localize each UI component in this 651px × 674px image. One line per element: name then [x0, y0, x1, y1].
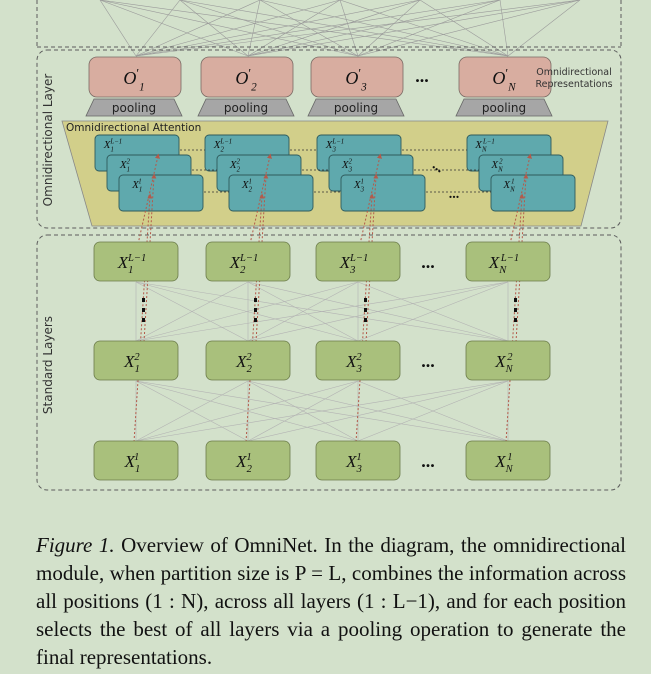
- skip-arrow: [509, 153, 532, 245]
- attention-block-label: X22: [229, 158, 241, 173]
- vertical-ellipsis-dot: [364, 298, 367, 302]
- layer-box-label: X2L−1: [229, 253, 258, 276]
- layer-box: [465, 440, 551, 481]
- pooling-trapezoid: [307, 98, 405, 117]
- omni-attention-label: Omnidirectional Attention: [66, 122, 201, 134]
- attention-block-label: XN2: [490, 158, 503, 173]
- output-ellipsis: ...: [415, 66, 429, 86]
- pooling-trapezoid: [455, 98, 553, 117]
- vertical-ellipsis-dot: [364, 318, 367, 322]
- layer-ellipsis: ...: [421, 351, 435, 371]
- vertical-ellipsis-dot: [514, 318, 517, 322]
- standard-layers-region: [36, 234, 622, 491]
- pooling-label: pooling: [224, 101, 268, 115]
- layer-box-label: XNL−1: [488, 253, 519, 276]
- layer-box: [205, 241, 291, 282]
- vertical-ellipsis-dot: [514, 298, 517, 302]
- skip-arrows: [133, 153, 532, 443]
- top-connections: [99, 0, 581, 57]
- layer-box-label: X11: [124, 452, 140, 475]
- output-label: O′2: [235, 67, 257, 94]
- layer-box-label: XN2: [494, 352, 513, 375]
- output-box: [458, 56, 552, 98]
- layer-box-label: X12: [123, 352, 140, 375]
- layer-box: [93, 241, 179, 282]
- vertical-ellipsis-dot: [364, 308, 367, 312]
- pooling-label: pooling: [112, 101, 156, 115]
- skip-arrow: [245, 193, 265, 443]
- layer-box: [205, 440, 291, 481]
- attention-block-label: X2L−1: [213, 138, 232, 153]
- vertical-ellipsis-dot: [142, 308, 145, 312]
- layer-ellipsis: ...: [421, 252, 435, 272]
- layer-box: [315, 241, 401, 282]
- output-group: O′1 pooling O′2 pooling O′3 pooling O′N pooling…: [85, 56, 553, 117]
- attention-block-label: XNL−1: [474, 138, 495, 153]
- attention-block: [490, 174, 576, 212]
- omni-repr-label-1: Omnidirectional: [536, 67, 612, 78]
- attention-block: [340, 174, 426, 212]
- attention-block-label: X21: [241, 178, 253, 193]
- output-label: O′3: [345, 67, 367, 94]
- vertical-ellipsis-dot: [142, 298, 145, 302]
- skip-arrow: [137, 153, 160, 245]
- pooling-trapezoid: [197, 98, 295, 117]
- attention-block-label: XN1: [502, 178, 515, 193]
- skip-arrow: [355, 193, 375, 443]
- output-box: [310, 56, 404, 98]
- caption-text: Overview of OmniNet. In the diagram, the…: [36, 533, 626, 669]
- figure-caption: Figure 1. Overview of OmniNet. In the di…: [36, 531, 626, 671]
- omninet-diagram: Omnidirectional Layer Omnidirectional At…: [36, 0, 622, 491]
- skip-arrow: [133, 193, 153, 443]
- attention-block-label: X1L−1: [103, 138, 122, 153]
- attention-block-label: X11: [131, 178, 142, 193]
- layer-box: [315, 340, 401, 381]
- layer-box-label: X3L−1: [339, 253, 368, 276]
- layer-box: [205, 340, 291, 381]
- layer-box-label: X21: [235, 452, 252, 475]
- vertical-ellipsis-dot: [514, 308, 517, 312]
- output-box: [200, 56, 294, 98]
- vertical-ellipsis-dot: [254, 308, 257, 312]
- layer-box-label: X1L−1: [117, 253, 146, 276]
- attention-block-label: X32: [341, 158, 353, 173]
- output-label: O′1: [123, 67, 144, 94]
- attention-ellipsis: ...: [449, 187, 460, 202]
- attention-block-label: X31: [353, 178, 365, 193]
- vertical-ellipsis-dot: [254, 318, 257, 322]
- layer-box-label: X31: [345, 452, 362, 475]
- pooling-label: pooling: [334, 101, 378, 115]
- skip-arrow: [505, 193, 525, 443]
- output-box: [88, 56, 182, 98]
- standard-layers-label: Standard Layers: [41, 316, 55, 414]
- output-label: O′N: [492, 67, 516, 94]
- skip-arrow: [359, 153, 382, 245]
- layer-connections: [135, 281, 509, 442]
- standard-layer-boxes: X1L−1 X2L−1 X3L−1 XNL−1... X12 X22 X32 XN2... X1…: [93, 241, 551, 481]
- vertical-ellipsis-dot: [254, 298, 257, 302]
- caption-figure-label: Figure 1.: [36, 533, 115, 557]
- layer-box-label: X32: [345, 352, 362, 375]
- layer-ellipsis: ...: [421, 451, 435, 471]
- attention-block-label: X3L−1: [325, 138, 344, 153]
- layer-box: [465, 241, 551, 282]
- omni-layer-region: [36, 49, 622, 229]
- layer-box-label: X22: [235, 352, 252, 375]
- attention-block-label: X12: [119, 158, 131, 173]
- layer-box: [93, 340, 179, 381]
- vertical-ellipsis-dot: [142, 318, 145, 322]
- omni-layer-label: Omnidirectional Layer: [41, 74, 55, 207]
- layer-box: [93, 440, 179, 481]
- pooling-label: pooling: [482, 101, 526, 115]
- pooling-trapezoid: [85, 98, 183, 117]
- layer-box: [315, 440, 401, 481]
- omni-repr-label-2: Representations: [535, 79, 612, 90]
- layer-box-label: XN1: [494, 452, 513, 475]
- attention-block: [118, 174, 204, 212]
- skip-arrow: [249, 153, 272, 245]
- attention-block: [228, 174, 314, 212]
- layer-box: [465, 340, 551, 381]
